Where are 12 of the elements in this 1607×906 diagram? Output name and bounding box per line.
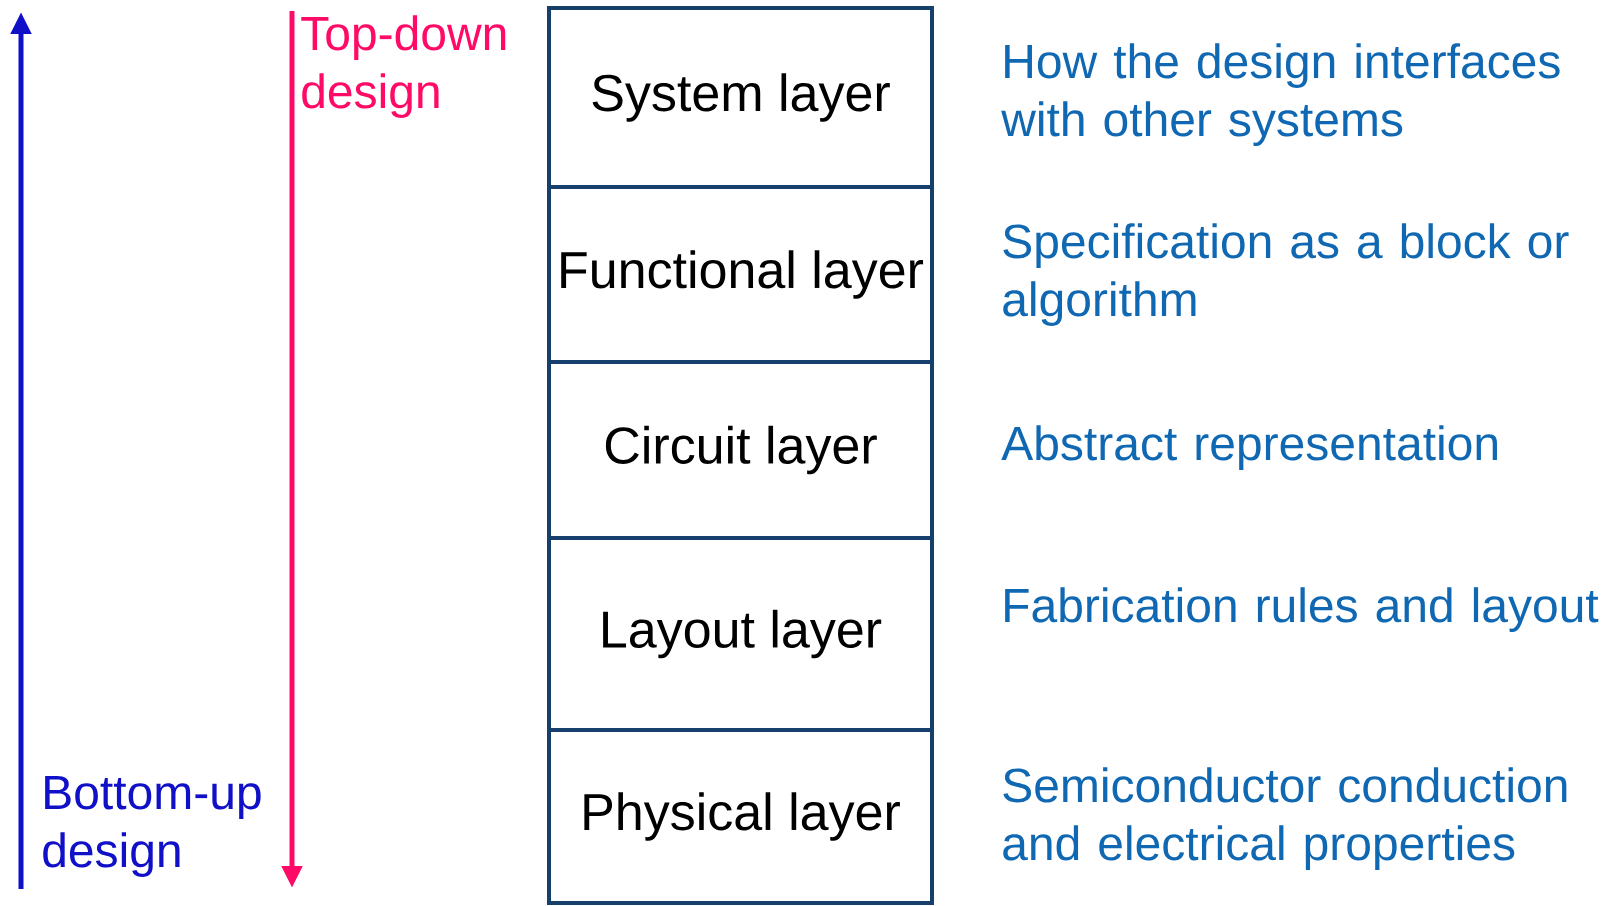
description-text: Abstract representation — [1001, 425, 1497, 470]
layer-box: Circuit layer — [547, 360, 934, 540]
description-text: How the design interfaces with other systems — [1001, 43, 1560, 146]
description-text: Specification as a block or algorithm — [1003, 223, 1569, 326]
direction-label: Bottom-up design — [43, 776, 261, 877]
layer-box: Functional layer — [547, 185, 934, 364]
direction-label: Top-down design — [301, 15, 506, 118]
layer-box: Layout layer — [547, 536, 934, 732]
description-text: Fabrication rules and layout — [1005, 587, 1599, 632]
layer-box: System layer — [547, 6, 934, 189]
description-text: Semiconductor conduction and electrical properties — [1003, 767, 1567, 870]
layer-box: Physical layer — [547, 728, 934, 905]
